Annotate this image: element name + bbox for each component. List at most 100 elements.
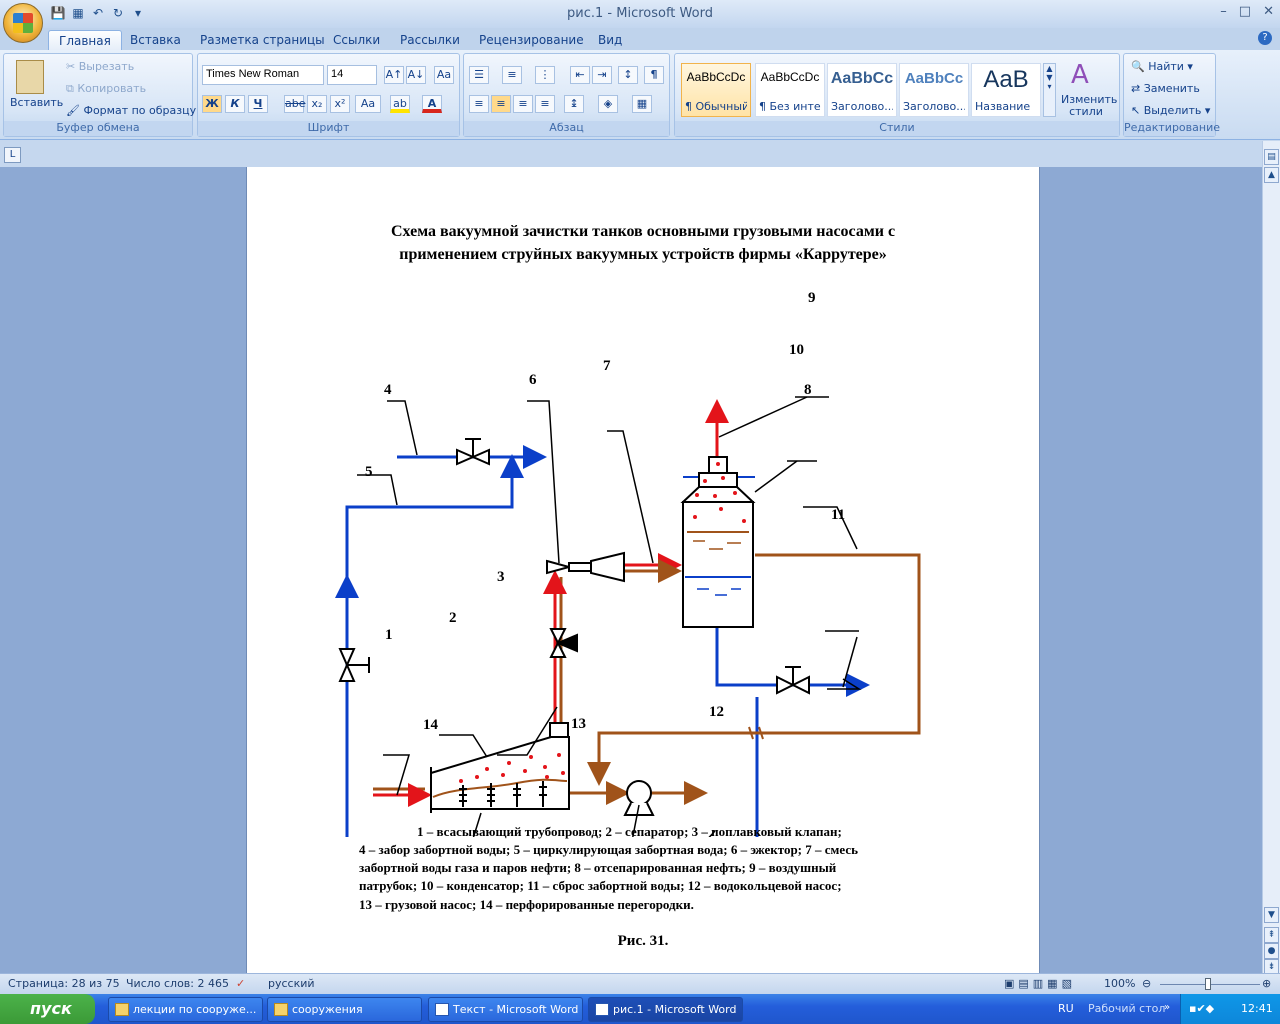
tab-home[interactable]: Главная <box>48 30 122 50</box>
italic-button[interactable]: К <box>225 95 245 113</box>
task-label: сооружения <box>292 1003 363 1016</box>
save-icon[interactable]: 💾 <box>50 6 66 20</box>
proofing-icon[interactable]: ✓ <box>236 977 246 990</box>
document-page[interactable]: Схема вакуумной зачистки танков основным… <box>246 167 1040 973</box>
bold-button[interactable]: Ж <box>202 95 222 113</box>
font-size-combo[interactable]: 14 <box>327 65 377 85</box>
scroll-down-icon[interactable]: ▼ <box>1264 907 1279 923</box>
copy-button[interactable]: ⧉ Копировать <box>66 82 147 95</box>
tab-view[interactable]: Вид <box>598 33 623 47</box>
undo-icon[interactable]: ↶ <box>92 6 104 20</box>
paste-icon[interactable] <box>16 60 44 94</box>
browse-object-icon[interactable]: ● <box>1264 943 1279 959</box>
replace-button[interactable]: ⇄ Заменить <box>1131 82 1200 95</box>
tab-page-layout[interactable]: Разметка страницы <box>200 33 325 47</box>
change-case-button[interactable]: Aa <box>355 95 381 113</box>
page-count[interactable]: Страница: 28 из 75 <box>8 977 120 990</box>
style-name: Заголово... <box>831 100 893 113</box>
label-6: 6 <box>529 372 537 388</box>
help-icon[interactable]: ? <box>1258 31 1272 45</box>
zoom-out-icon[interactable]: ⊖ <box>1142 977 1152 990</box>
desktop-toolbar[interactable]: Рабочий стол <box>1088 1002 1166 1015</box>
align-right-icon[interactable]: ≡ <box>513 95 533 113</box>
task-structures[interactable]: сооружения <box>267 997 422 1022</box>
highlight-icon[interactable]: ab <box>390 95 410 113</box>
line-spacing-icon[interactable]: ↨ <box>564 95 584 113</box>
show-marks-icon[interactable]: ¶ <box>644 66 664 84</box>
justify-icon[interactable]: ≡ <box>535 95 555 113</box>
cut-button[interactable]: ✂ Вырезать <box>66 60 135 73</box>
tray-icons[interactable]: ▪✔◆ <box>1189 1002 1215 1015</box>
word-count[interactable]: Число слов: 2 465 <box>126 977 229 990</box>
paste-button[interactable]: Вставить <box>10 96 64 109</box>
borders-icon[interactable]: ▦ <box>632 95 652 113</box>
style-sample: AaB <box>983 66 1029 93</box>
clear-format-icon[interactable]: Aa <box>434 66 454 84</box>
style-normal[interactable]: AaBbCcDc¶ Обычный <box>681 63 751 117</box>
find-button[interactable]: 🔍 Найти ▾ <box>1131 60 1193 73</box>
bullets-icon[interactable]: ☰ <box>469 66 489 84</box>
input-language[interactable]: RU <box>1058 1002 1074 1015</box>
prev-page-icon[interactable]: ⇞ <box>1264 927 1279 943</box>
numbering-icon[interactable]: ≡ <box>502 66 522 84</box>
task-lectures[interactable]: лекции по сооруже... <box>108 997 263 1022</box>
caption-line-2: 4 – забор забортной воды; 5 – циркулирую… <box>359 842 858 857</box>
style-sample: AaBbCcDc <box>686 70 746 84</box>
doc-title-line1: Схема вакуумной зачистки танков основным… <box>390 223 896 240</box>
customize-qat-icon[interactable]: ▾ <box>134 6 142 20</box>
tab-mailings[interactable]: Рассылки <box>400 33 460 47</box>
zoom-level[interactable]: 100% <box>1104 977 1136 990</box>
style-no-spacing[interactable]: AaBbCcDc¶ Без инте... <box>755 63 825 117</box>
minimize-button[interactable]: – <box>1220 4 1227 19</box>
tab-references[interactable]: Ссылки <box>333 33 381 47</box>
scroll-up-icon[interactable]: ▲ <box>1264 167 1279 183</box>
select-button[interactable]: ↖ Выделить ▾ <box>1131 104 1211 117</box>
caption-line-1: 1 – всасывающий трубопровод; 2 – сепарат… <box>417 824 842 839</box>
underline-button[interactable]: Ч <box>248 95 268 113</box>
task-label: рис.1 - Microsoft Word <box>613 1003 737 1016</box>
tab-review[interactable]: Рецензирование <box>479 33 584 47</box>
perforated-partitions-icon <box>459 781 547 807</box>
strikethrough-button[interactable]: abe <box>284 95 306 113</box>
styles-scroll-icon[interactable]: ▲▼▾ <box>1043 63 1056 117</box>
view-buttons[interactable]: ▣▤▥▦▧ <box>1004 977 1076 990</box>
maximize-button[interactable]: □ <box>1238 4 1252 19</box>
print-preview-icon[interactable]: ▦ <box>72 6 84 20</box>
align-center-icon[interactable]: ≡ <box>491 95 511 113</box>
language-indicator[interactable]: русский <box>268 977 315 990</box>
close-button[interactable]: ✕ <box>1263 4 1274 19</box>
shading-icon[interactable]: ◈ <box>598 95 618 113</box>
font-color-icon[interactable]: A <box>422 95 442 113</box>
grow-font-icon[interactable]: A↑ <box>384 66 404 84</box>
sort-icon[interactable]: ↕ <box>618 66 638 84</box>
zoom-in-icon[interactable]: ⊕ <box>1262 977 1272 990</box>
change-styles-icon[interactable]: A <box>1071 60 1089 90</box>
tab-selector-button[interactable]: L <box>4 147 21 163</box>
shrink-font-icon[interactable]: A↓ <box>406 66 426 84</box>
font-name-combo[interactable]: Times New Roman <box>202 65 324 85</box>
vertical-scrollbar[interactable]: ▤ ▲ ▼ ⇞ ● ⇟ <box>1262 141 1280 975</box>
task-text-word[interactable]: Текст - Microsoft Word <box>428 997 583 1022</box>
ruler-view-icon[interactable]: ▤ <box>1264 149 1279 165</box>
task-fig-word[interactable]: рис.1 - Microsoft Word <box>588 997 743 1022</box>
format-painter-button[interactable]: 🖌 Формат по образцу <box>66 104 197 117</box>
zoom-slider-thumb[interactable] <box>1205 978 1211 990</box>
office-button[interactable] <box>3 3 43 43</box>
word-doc-icon <box>595 1003 609 1016</box>
decrease-indent-icon[interactable]: ⇤ <box>570 66 590 84</box>
superscript-button[interactable]: x² <box>330 95 350 113</box>
label-1: 1 <box>385 627 393 643</box>
multilevel-list-icon[interactable]: ⋮ <box>535 66 555 84</box>
start-button[interactable]: пуск <box>0 994 95 1024</box>
subscript-button[interactable]: x₂ <box>307 95 327 113</box>
align-left-icon[interactable]: ≡ <box>469 95 489 113</box>
tab-insert[interactable]: Вставка <box>130 33 181 47</box>
redo-icon[interactable]: ↻ <box>112 6 124 20</box>
toolbar-expand-icon[interactable]: » <box>1164 1002 1171 1013</box>
change-styles-button[interactable]: Изменить стили <box>1061 93 1118 118</box>
condenser-icon <box>680 456 756 628</box>
increase-indent-icon[interactable]: ⇥ <box>592 66 612 84</box>
